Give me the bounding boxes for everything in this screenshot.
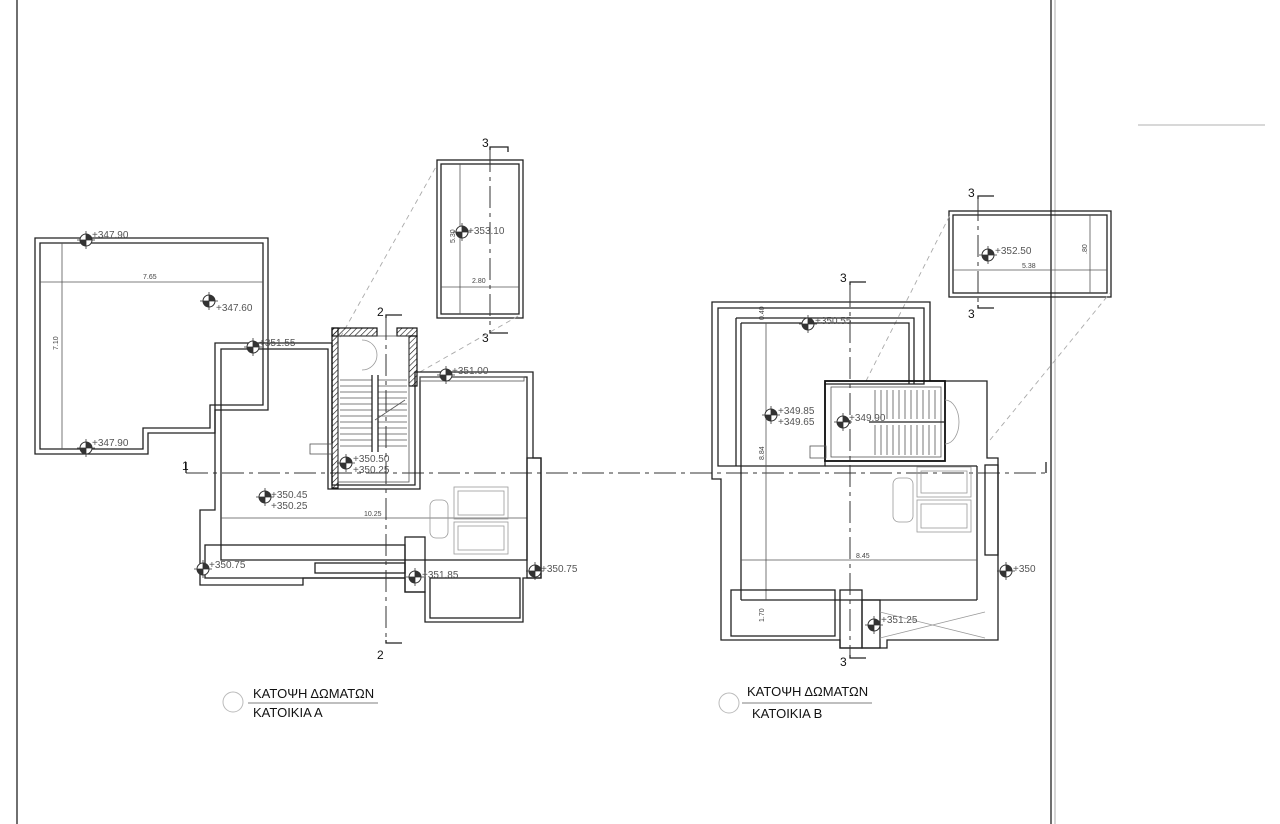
level-b-4: +349.90 (849, 413, 886, 424)
section-mark-2-top: 2 (377, 305, 384, 319)
dim-b-3: 0.40 (759, 306, 766, 320)
dim-a-4: 2.80 (472, 278, 486, 285)
level-a-7a: +350.50 (353, 454, 390, 465)
level-a-7b: +350.25 (353, 465, 390, 476)
section-mark-3-top-b: 3 (968, 186, 975, 200)
section-mark-3-top-a: 3 (482, 136, 489, 150)
dim-a-2: 7.10 (53, 336, 60, 350)
level-a-1: +347.90 (92, 230, 129, 241)
level-b-3a: +349.85 (778, 406, 815, 417)
section-mark-3-bottom-a: 3 (482, 331, 489, 345)
section-mark-3-bottom-b: 3 (968, 307, 975, 321)
dim-a-1: 7.65 (143, 274, 157, 281)
stair-treads-a (340, 379, 407, 447)
dim-b-1: 5.38 (1022, 263, 1036, 270)
level-b-2: +350.55 (815, 316, 852, 327)
sheet-frame (16, 0, 1265, 824)
dim-a-3: 5.30 (450, 229, 457, 243)
stair-treads-b (874, 390, 936, 455)
plan-b: 5.38 .80 3 3 8.45 8.84 0.40 1.70 (711, 186, 1112, 721)
dim-b-6: 1.70 (759, 608, 766, 622)
dim-a-5: 10.25 (364, 511, 382, 518)
level-b-3b: +349.65 (778, 417, 815, 428)
section-axis-1: 1 (182, 459, 1047, 474)
plan-a-title: ΚΑΤΟΨΗ ΔΩΜΑΤΩΝ (253, 686, 374, 701)
level-a-8b: +350.25 (271, 501, 308, 512)
level-b-1: +352.50 (995, 246, 1032, 257)
plan-b-subtitle: ΚΑΤΟΙΚΙΑ Β (752, 706, 822, 721)
level-a-8a: +350.45 (271, 490, 308, 501)
level-a-9: +350.75 (209, 560, 246, 571)
level-b-5: +350 (1013, 564, 1036, 575)
dim-b-2: .80 (1082, 244, 1089, 254)
plan-b-title: ΚΑΤΟΨΗ ΔΩΜΑΤΩΝ (747, 684, 868, 699)
plan-a: 7.65 7.10 2.80 5.30 3 3 10.25 (34, 136, 578, 720)
level-a-10: +351.85 (422, 570, 459, 581)
section-mark-1-left: 1 (182, 459, 189, 473)
level-a-11: +350.75 (541, 564, 578, 575)
dim-b-5: 8.45 (856, 553, 870, 560)
level-a-2: +347.60 (216, 303, 253, 314)
level-a-4: +351.55 (259, 338, 296, 349)
level-a-6: +351.00 (452, 366, 489, 377)
plan-a-subtitle: ΚΑΤΟΙΚΙΑ Α (253, 705, 323, 720)
section-mark-3-bottom-b2: 3 (840, 655, 847, 669)
level-a-3: +347.90 (92, 438, 129, 449)
level-b-6: +351.25 (881, 615, 918, 626)
dim-b-4: 8.84 (759, 446, 766, 460)
section-mark-3-top-b2: 3 (840, 271, 847, 285)
level-a-5: +353.10 (468, 226, 505, 237)
section-mark-2-bottom: 2 (377, 648, 384, 662)
